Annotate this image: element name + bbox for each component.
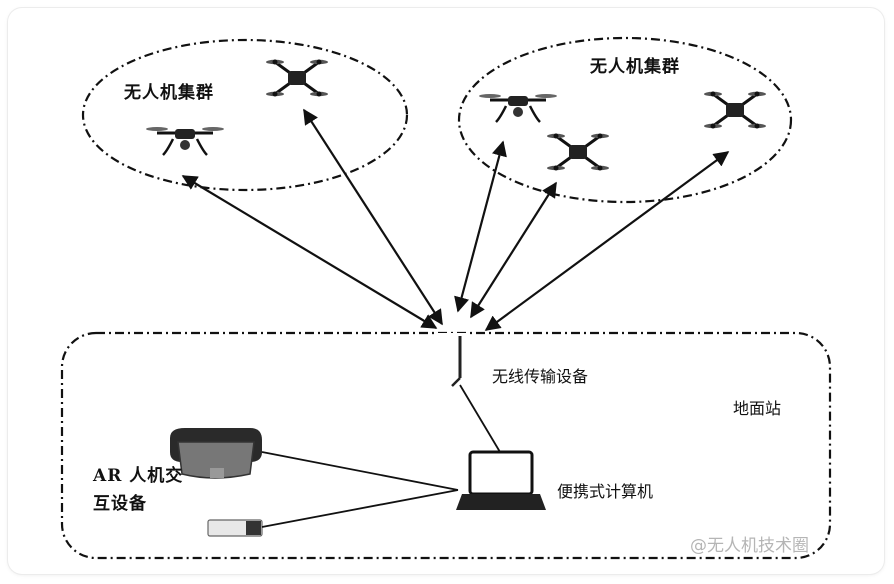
cluster-boundary-left [81, 38, 409, 192]
drone-icon [264, 58, 330, 98]
cluster-label-left: 无人机集群 [124, 83, 214, 103]
cable-link [261, 451, 459, 491]
watermark: @无人机技术圈 [690, 536, 809, 556]
comm-link [181, 175, 438, 329]
wireless-device-label: 无线传输设备 [492, 367, 589, 386]
sensor-bar-icon [207, 519, 263, 537]
cable-link [459, 384, 501, 453]
ar-device-label-line1: AR 人机交 [93, 466, 184, 486]
ar-device-label-line2: 互设备 [93, 494, 147, 514]
drone-icon [702, 90, 768, 130]
drone-icon [545, 132, 611, 172]
comm-link [303, 108, 443, 326]
drone-icon [144, 125, 226, 157]
ground-station-label: 地面站 [733, 399, 782, 418]
drone-icon [477, 92, 559, 124]
laptop-icon [456, 450, 546, 510]
antenna-icon [436, 333, 466, 387]
cluster-label-right: 无人机集群 [590, 57, 680, 77]
comm-link [454, 140, 507, 313]
comm-link [484, 151, 730, 331]
laptop-label: 便携式计算机 [557, 482, 654, 501]
figure-frame [8, 8, 884, 574]
ar-device-label: AR 人机交 互设备 [93, 462, 183, 518]
ar-headset-icon [170, 428, 262, 479]
comm-link [470, 181, 557, 319]
cluster-boundary-right [457, 36, 793, 204]
cable-link [261, 489, 459, 528]
